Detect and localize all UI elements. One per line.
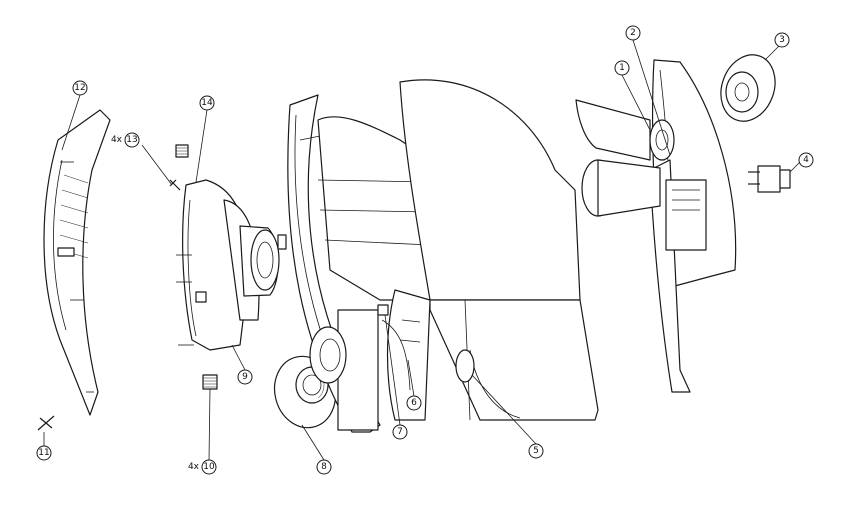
svg-text:2: 2: [630, 28, 636, 38]
svg-text:10: 10: [203, 462, 215, 472]
svg-text:8: 8: [321, 462, 327, 472]
svg-text:5: 5: [533, 446, 539, 456]
spring-bottom-part-10: [203, 375, 217, 389]
callout-6: 6: [407, 396, 421, 410]
quantity-label-13: 4x: [111, 135, 123, 145]
rear-panel: [650, 60, 736, 392]
spring-top: [176, 145, 188, 157]
svg-text:12: 12: [74, 83, 85, 93]
callout-2: 2: [626, 26, 640, 40]
clip-part-11: [38, 416, 54, 446]
knob-part-3: [712, 47, 784, 129]
front-grille-part-12: [44, 110, 110, 415]
svg-text:1: 1: [619, 63, 625, 73]
connector-part-7: [378, 305, 388, 315]
svg-text:13: 13: [126, 135, 137, 145]
callout-11: 11: [37, 446, 51, 460]
callout-3: 3: [775, 33, 789, 47]
svg-text:9: 9: [242, 372, 248, 382]
callout-10: 10 4x: [188, 460, 216, 474]
callout-12: 12: [73, 81, 87, 95]
callout-9: 9: [238, 370, 252, 384]
quantity-label-10: 4x: [188, 462, 200, 472]
svg-text:7: 7: [397, 427, 403, 437]
power-socket-part-4: [748, 166, 790, 192]
callout-14: 14: [200, 96, 214, 110]
svg-text:4: 4: [803, 155, 809, 165]
callout-4: 4: [799, 153, 813, 167]
callout-5: 5: [529, 444, 543, 458]
callout-8: 8: [317, 460, 331, 474]
reflex-horn: [582, 160, 660, 216]
svg-text:3: 3: [779, 35, 785, 45]
callout-1: 1: [615, 61, 629, 75]
callout-7: 7: [393, 425, 407, 439]
svg-text:11: 11: [38, 448, 49, 458]
callout-13: 13 4x: [111, 133, 139, 147]
svg-text:6: 6: [411, 398, 417, 408]
svg-text:14: 14: [201, 98, 213, 108]
